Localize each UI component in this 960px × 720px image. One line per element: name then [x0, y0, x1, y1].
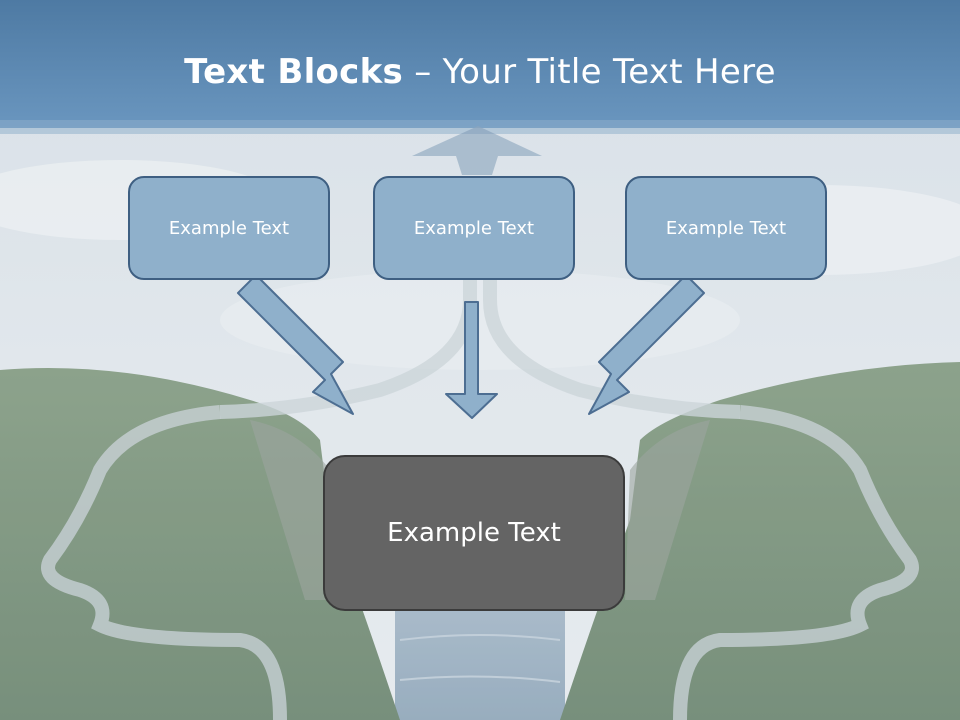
faded-arrow-sign — [412, 126, 542, 175]
text-block-left-label: Example Text — [168, 217, 290, 239]
title-rest: – Your Title Text Here — [403, 52, 776, 92]
road-left-face — [41, 405, 287, 720]
text-block-middle[interactable]: Example Text — [373, 176, 575, 280]
text-block-right[interactable]: Example Text — [625, 176, 827, 280]
left-arrow — [237, 274, 354, 415]
text-block-center-label: Example Text — [387, 518, 561, 548]
water — [395, 600, 565, 720]
text-block-left[interactable]: Example Text — [128, 176, 330, 280]
right-arrow — [588, 274, 705, 415]
middle-arrow — [445, 301, 498, 419]
title-bold: Text Blocks — [184, 52, 404, 92]
text-block-center[interactable]: Example Text — [323, 455, 625, 611]
text-block-middle-label: Example Text — [413, 217, 535, 239]
text-block-right-label: Example Text — [665, 217, 787, 239]
header-band — [0, 0, 960, 128]
road-right-face — [673, 405, 919, 720]
slide-title: Text Blocks – Your Title Text Here — [0, 52, 960, 92]
